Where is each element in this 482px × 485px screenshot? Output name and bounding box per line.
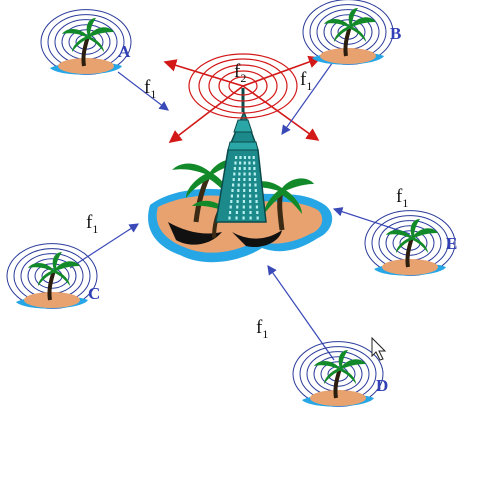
uplink-label-a: f1: [144, 77, 156, 101]
island-sand: [382, 259, 438, 275]
island-label-b: B: [390, 24, 401, 43]
island-label-e: E: [446, 234, 457, 253]
uplink-label-c: f1: [86, 212, 98, 236]
radio-tower: [215, 88, 267, 223]
island-sand: [320, 48, 376, 64]
island-sand: [310, 390, 366, 406]
hub-frequency-label: f2: [234, 61, 246, 85]
island-label-a: A: [118, 42, 131, 61]
mouse-cursor-icon: [371, 336, 387, 361]
palm-fronds: [62, 18, 114, 52]
central-shadow: [168, 222, 222, 245]
island-sand: [58, 58, 114, 74]
arrow-a: [117, 71, 169, 111]
island-sand: [24, 292, 80, 308]
island-d: D: [292, 341, 388, 407]
island-a: A: [40, 9, 132, 75]
island-e: E: [364, 210, 457, 276]
broadcast-rings: [188, 53, 298, 119]
uplink-arrows: [69, 51, 411, 361]
uplink-label-b: f1: [300, 69, 312, 93]
palm-fronds: [324, 8, 376, 42]
arrow-d: [267, 265, 335, 361]
uplink-label-e: f1: [396, 186, 408, 210]
island-c: C: [6, 243, 100, 309]
broadcast-arrows: [163, 55, 322, 143]
uplink-label-d: f1: [256, 317, 268, 341]
central-island: [148, 88, 333, 263]
arrow-c: [69, 223, 140, 269]
arrow-e: [332, 207, 411, 235]
island-label-d: D: [376, 376, 388, 395]
island-b: B: [302, 0, 401, 65]
palm-fronds: [314, 350, 366, 384]
palm-fronds: [28, 252, 80, 286]
palm-fronds: [386, 219, 438, 253]
island-label-c: C: [88, 284, 100, 303]
arrow-b: [281, 51, 341, 135]
